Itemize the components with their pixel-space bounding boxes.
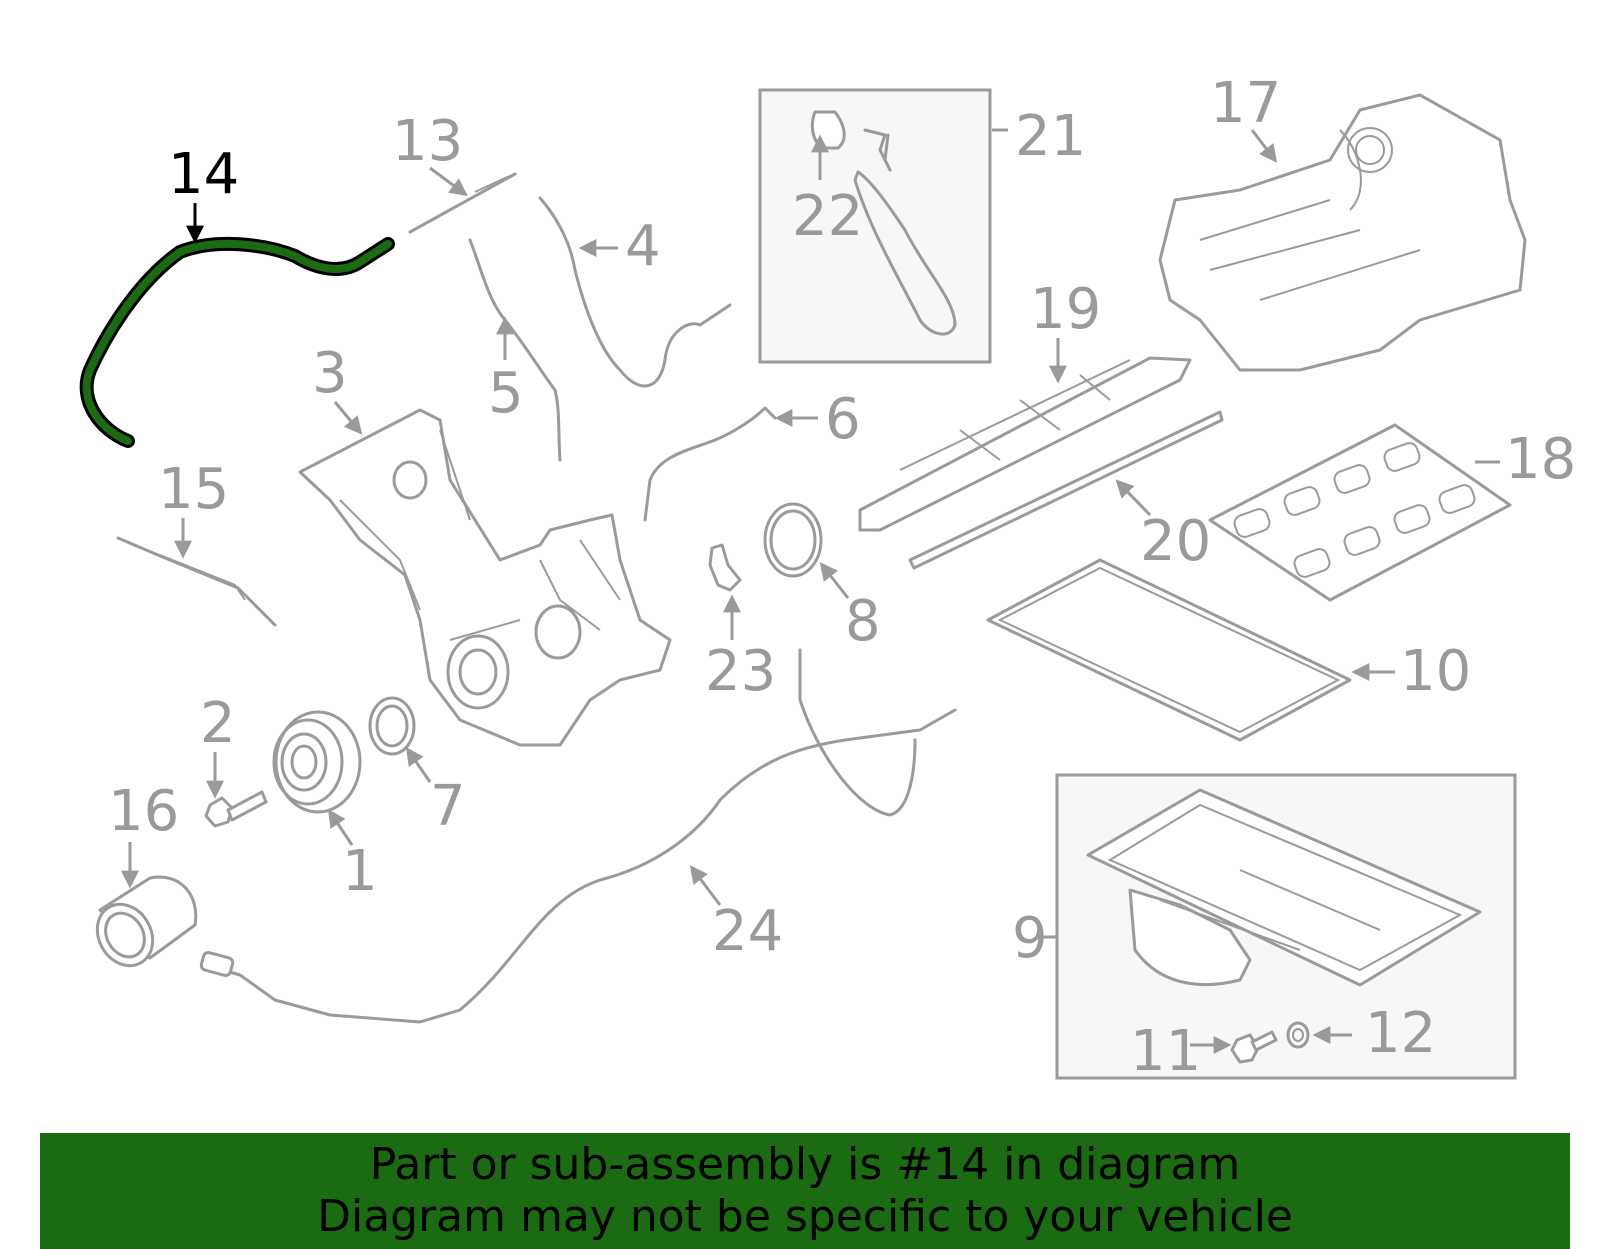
part-24-sensor-harness[interactable] xyxy=(199,648,957,1024)
banner-line-2: Diagram may not be specific to your vehi… xyxy=(317,1191,1293,1242)
callout-17-label: 17 xyxy=(1210,71,1281,136)
callout-19-label: 19 xyxy=(1030,277,1101,342)
callout-15-label: 15 xyxy=(158,457,229,522)
part-20-gasket[interactable] xyxy=(908,410,1224,570)
callout-20: 20 xyxy=(1115,479,1211,574)
callout-12-label: 12 xyxy=(1365,1001,1436,1066)
callout-11: 11 xyxy=(1130,1019,1232,1084)
part-9-oil-pan-box[interactable] xyxy=(1055,773,1517,1080)
part-16-oil-filter[interactable] xyxy=(86,875,198,976)
callout-15: 15 xyxy=(158,457,229,559)
part-12-washer[interactable] xyxy=(1286,1021,1310,1049)
callout-18-label: 18 xyxy=(1505,427,1576,492)
callout-4-label: 4 xyxy=(625,214,661,279)
callout-3-label: 3 xyxy=(312,341,348,406)
part-10-oil-pan-gasket[interactable] xyxy=(986,558,1352,742)
part-15-dipstick[interactable] xyxy=(116,536,277,627)
callout-8: 8 xyxy=(819,562,881,654)
part-2-bolt[interactable] xyxy=(204,790,268,828)
part-17-intake-manifold[interactable] xyxy=(1158,93,1527,372)
callout-14-label: 14 xyxy=(168,142,239,207)
callout-19: 19 xyxy=(1030,277,1101,384)
part-13-dipstick[interactable] xyxy=(408,172,517,234)
callout-24: 24 xyxy=(689,865,783,964)
part-14-dipstick-tube[interactable] xyxy=(79,236,395,448)
callout-9-label: 9 xyxy=(1012,906,1048,971)
callout-9: 9 xyxy=(1012,906,1057,971)
part-6-gasket[interactable] xyxy=(643,406,777,522)
callout-20-label: 20 xyxy=(1140,509,1211,574)
callout-13: 13 xyxy=(392,109,468,197)
info-banner: Part or sub-assembly is #14 in diagram D… xyxy=(40,1133,1570,1249)
part-8-seal[interactable] xyxy=(763,502,823,578)
callout-10-label: 10 xyxy=(1400,639,1471,704)
callout-23: 23 xyxy=(705,594,776,704)
callout-7-label: 7 xyxy=(430,774,466,839)
callout-6-label: 6 xyxy=(825,387,861,452)
part-21-assembly-box[interactable] xyxy=(758,88,992,364)
part-3-timing-cover[interactable] xyxy=(298,408,672,747)
callout-22-label: 22 xyxy=(792,184,863,249)
callout-21: 21 xyxy=(992,104,1086,169)
callout-4: 4 xyxy=(578,214,661,279)
callout-13-label: 13 xyxy=(392,109,463,174)
callout-2-label: 2 xyxy=(200,691,236,756)
part-5-gasket[interactable] xyxy=(468,238,562,462)
callout-7: 7 xyxy=(405,747,466,839)
callout-11-label: 11 xyxy=(1130,1019,1201,1084)
callout-16: 16 xyxy=(108,779,179,889)
callout-22: 22 xyxy=(792,134,863,249)
callout-18: 18 xyxy=(1475,427,1576,492)
callout-5-label: 5 xyxy=(488,361,524,426)
part-19-valve-cover[interactable] xyxy=(858,356,1192,532)
callout-3: 3 xyxy=(312,341,363,435)
callout-16-label: 16 xyxy=(108,779,179,844)
callout-6: 6 xyxy=(774,387,861,452)
banner-line-1: Part or sub-assembly is #14 in diagram xyxy=(369,1139,1241,1190)
callout-24-label: 24 xyxy=(712,899,783,964)
callout-2: 2 xyxy=(200,691,236,799)
callout-21-label: 21 xyxy=(1015,104,1086,169)
part-4-gasket[interactable] xyxy=(538,196,732,388)
part-1-pulley[interactable] xyxy=(272,710,362,814)
callout-23-label: 23 xyxy=(705,639,776,704)
part-7-seal[interactable] xyxy=(368,696,416,756)
part-11-drain-plug[interactable] xyxy=(1230,1030,1278,1064)
callout-10: 10 xyxy=(1351,639,1471,704)
callout-14: 14 xyxy=(168,142,239,244)
callout-1-label: 1 xyxy=(342,839,378,904)
callout-17: 17 xyxy=(1210,71,1281,163)
callout-12: 12 xyxy=(1312,1001,1436,1066)
part-18-gasket-set[interactable] xyxy=(1208,423,1512,602)
callout-5: 5 xyxy=(488,316,524,426)
callout-1: 1 xyxy=(328,809,378,904)
callout-8-label: 8 xyxy=(845,589,881,654)
part-23-sensor[interactable] xyxy=(708,543,742,592)
